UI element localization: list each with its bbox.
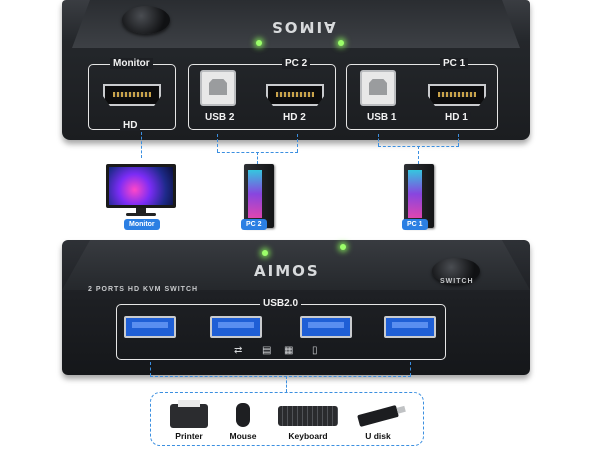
usb-port-icon: ⇄ — [234, 345, 243, 356]
keyboard-icon — [278, 406, 338, 426]
mouse-label: Mouse — [229, 431, 257, 441]
monitor-tag: Monitor — [124, 219, 160, 230]
pc2-usb-label: USB 2 — [202, 112, 238, 123]
keyboard-label: Keyboard — [288, 431, 328, 441]
pc2-drop-line — [257, 152, 258, 164]
usb4-connector-line — [410, 362, 411, 376]
pc2-usb-connector-line — [217, 134, 218, 152]
front-brand-logo: AIMOS — [254, 262, 320, 280]
printer-icon — [170, 400, 208, 428]
usb-group-label: USB2.0 — [260, 298, 302, 309]
mouse-icon — [236, 403, 250, 427]
front-led-left — [262, 250, 268, 256]
usb-a-port-3 — [300, 316, 352, 338]
pc1-usb-b-port — [360, 70, 396, 106]
pc2-hdmi-port — [266, 84, 324, 106]
pc2-usb-b-port — [200, 70, 236, 106]
pc1-hdmi-port — [428, 84, 486, 106]
pc2-hd-label: HD 2 — [280, 112, 309, 123]
pc2-tag: PC 2 — [241, 219, 267, 230]
switch-silkscreen: SWITCH — [440, 278, 474, 285]
pc1-drop-line — [418, 146, 419, 164]
pc1-usb-connector-line — [378, 134, 379, 146]
printer-port-icon: ▤ — [262, 345, 272, 356]
pc1-tower — [404, 164, 434, 228]
front-led-right — [340, 244, 346, 250]
printer-label: Printer — [175, 431, 203, 441]
keyboard-port-icon: ▦ — [284, 345, 294, 356]
monitor-stand — [136, 208, 146, 214]
monitor-hd-label: HD — [120, 120, 141, 131]
pc1-port-frame — [346, 64, 498, 130]
pc2-tower — [244, 164, 274, 228]
pc1-hd-connector-line — [458, 134, 459, 146]
usb1-connector-line — [150, 362, 151, 376]
pc1-tag: PC 1 — [402, 219, 428, 230]
pc2-port-frame — [188, 64, 336, 130]
usb-a-port-2 — [210, 316, 262, 338]
top-switch-knob — [122, 6, 170, 34]
usb-drop-line — [286, 376, 287, 392]
pc1-port-label: PC 1 — [440, 58, 469, 69]
front-switch-knob — [432, 258, 480, 284]
usb-connector-bridge — [150, 376, 411, 377]
monitor-port-label: Monitor — [110, 58, 153, 69]
pc1-hd-label: HD 1 — [442, 112, 471, 123]
model-silkscreen: 2 PORTS HD KVM SWITCH — [88, 286, 199, 293]
udisk-label: U disk — [365, 431, 391, 441]
pc2-port-label: PC 2 — [282, 58, 311, 69]
monitor-screen — [106, 164, 176, 208]
mouse-port-icon: ▯ — [312, 345, 318, 356]
top-led-left — [256, 40, 262, 46]
monitor-base — [126, 213, 156, 216]
monitor-hdmi-port — [103, 84, 161, 106]
pc2-hd-connector-line — [297, 134, 298, 152]
usb-a-port-1 — [124, 316, 176, 338]
top-brand-logo: AIMOS — [270, 18, 336, 36]
monitor-connector-line — [141, 132, 142, 158]
pc1-usb-label: USB 1 — [364, 112, 400, 123]
usb-a-port-4 — [384, 316, 436, 338]
top-led-right — [338, 40, 344, 46]
